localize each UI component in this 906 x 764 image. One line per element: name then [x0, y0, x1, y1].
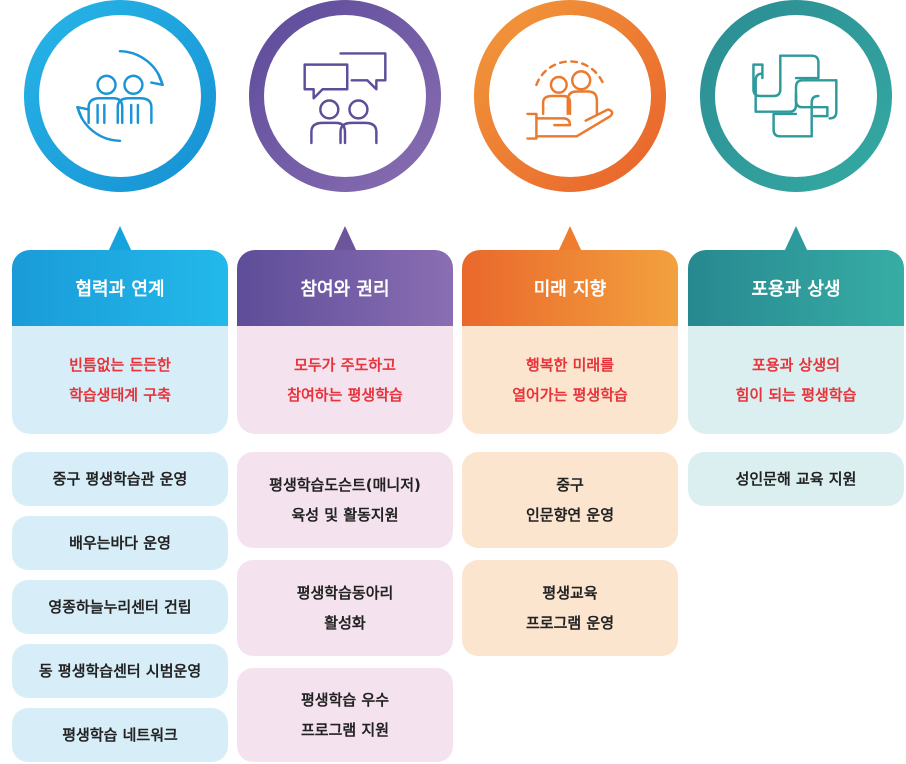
column-goal: 모두가 주도하고 참여하는 평생학습 — [237, 326, 453, 434]
column-goal: 포용과 상생의 힘이 되는 평생학습 — [688, 326, 904, 434]
column-title: 협력과 연계 — [12, 250, 228, 326]
icon-circle — [39, 15, 201, 177]
icon-circle — [715, 15, 877, 177]
icon-ring — [700, 0, 892, 192]
column-title: 참여와 권리 — [237, 250, 453, 326]
list-item: 평생학습도슨트(매니저) 육성 및 활동지원 — [237, 452, 453, 548]
pointer-arrow — [333, 226, 357, 252]
pointer-arrow — [558, 226, 582, 252]
column-cooperation: 협력과 연계 빈틈없는 든든한 학습생태계 구축 중구 평생학습관 운영 배우는… — [12, 0, 228, 764]
cooperation-people-icon — [76, 49, 164, 143]
pointer-arrow — [784, 226, 808, 252]
joined-hands-icon — [752, 54, 838, 138]
column-inclusion: 포용과 상생 포용과 상생의 힘이 되는 평생학습 성인문해 교육 지원 — [688, 0, 904, 764]
list-item: 평생교육 프로그램 운영 — [462, 560, 678, 656]
column-title: 미래 지향 — [462, 250, 678, 326]
column-participation: 참여와 권리 모두가 주도하고 참여하는 평생학습 평생학습도슨트(매니저) 육… — [237, 0, 453, 764]
list-item: 중구 인문향연 운영 — [462, 452, 678, 548]
column-goal: 빈틈없는 든든한 학습생태계 구축 — [12, 326, 228, 434]
icon-circle — [264, 15, 426, 177]
speech-bubbles-people-icon — [303, 52, 387, 145]
list-item: 성인문해 교육 지원 — [688, 452, 904, 506]
hand-holding-people-icon — [526, 60, 614, 140]
list-item: 평생학습 우수 프로그램 지원 — [237, 668, 453, 762]
list-item: 배우는바다 운영 — [12, 516, 228, 570]
column-title: 포용과 상생 — [688, 250, 904, 326]
column-future: 미래 지향 행복한 미래를 열어가는 평생학습 중구 인문향연 운영 평생교육 … — [462, 0, 678, 764]
icon-ring — [474, 0, 666, 192]
icon-ring — [249, 0, 441, 192]
list-item: 평생학습 네트워크 — [12, 708, 228, 762]
icon-circle — [489, 15, 651, 177]
icon-ring — [24, 0, 216, 192]
list-item: 평생학습동아리 활성화 — [237, 560, 453, 656]
list-item: 영종하늘누리센터 건립 — [12, 580, 228, 634]
list-item: 동 평생학습센터 시범운영 — [12, 644, 228, 698]
column-goal: 행복한 미래를 열어가는 평생학습 — [462, 326, 678, 434]
list-item: 중구 평생학습관 운영 — [12, 452, 228, 506]
pointer-arrow — [108, 226, 132, 252]
